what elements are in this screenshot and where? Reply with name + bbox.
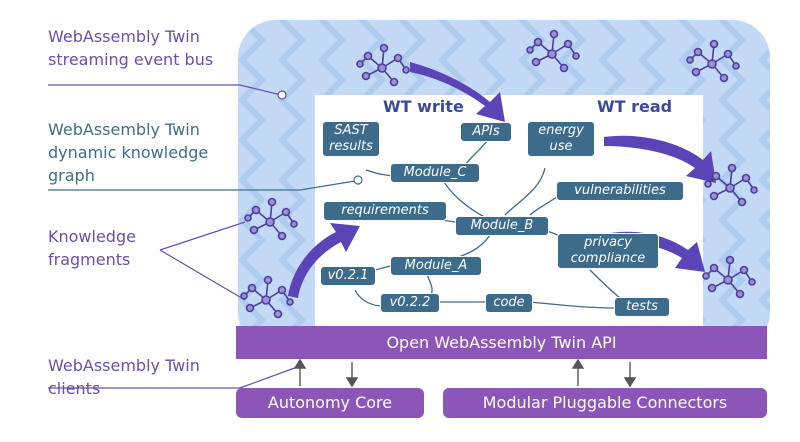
header-wt-read: WT read — [597, 97, 673, 116]
label-event-bus: WebAssembly Twin streaming event bus — [48, 27, 214, 69]
node-tests: tests — [614, 297, 670, 317]
node-code: code — [485, 293, 533, 313]
node-v022: v0.2.2 — [380, 293, 440, 313]
label-knowledge-graph: WebAssembly Twin dynamic knowledge graph — [48, 120, 209, 185]
label-clients: WebAssembly Twin clients — [48, 356, 200, 398]
client-modular-connectors: Modular Pluggable Connectors — [443, 388, 767, 418]
header-wt-write: WT write — [383, 97, 464, 116]
node-module-c: Module_C — [390, 163, 480, 183]
open-api-bar: Open WebAssembly Twin API — [236, 326, 767, 359]
node-vulnerabilities: vulnerabilities — [556, 181, 684, 201]
node-module-a: Module_A — [390, 256, 482, 276]
node-energy-use: energy use — [527, 121, 595, 157]
client-autonomy-core: Autonomy Core — [236, 388, 424, 418]
node-sast-results: SAST results — [322, 121, 380, 157]
node-module-b: Module_B — [455, 216, 549, 236]
node-requirements: requirements — [323, 201, 447, 221]
label-knowledge-fragments: Knowledge fragments — [48, 227, 136, 269]
node-v021: v0.2.1 — [320, 266, 376, 286]
node-apis: APIs — [460, 122, 512, 142]
node-privacy-compliance: privacy compliance — [557, 233, 659, 269]
